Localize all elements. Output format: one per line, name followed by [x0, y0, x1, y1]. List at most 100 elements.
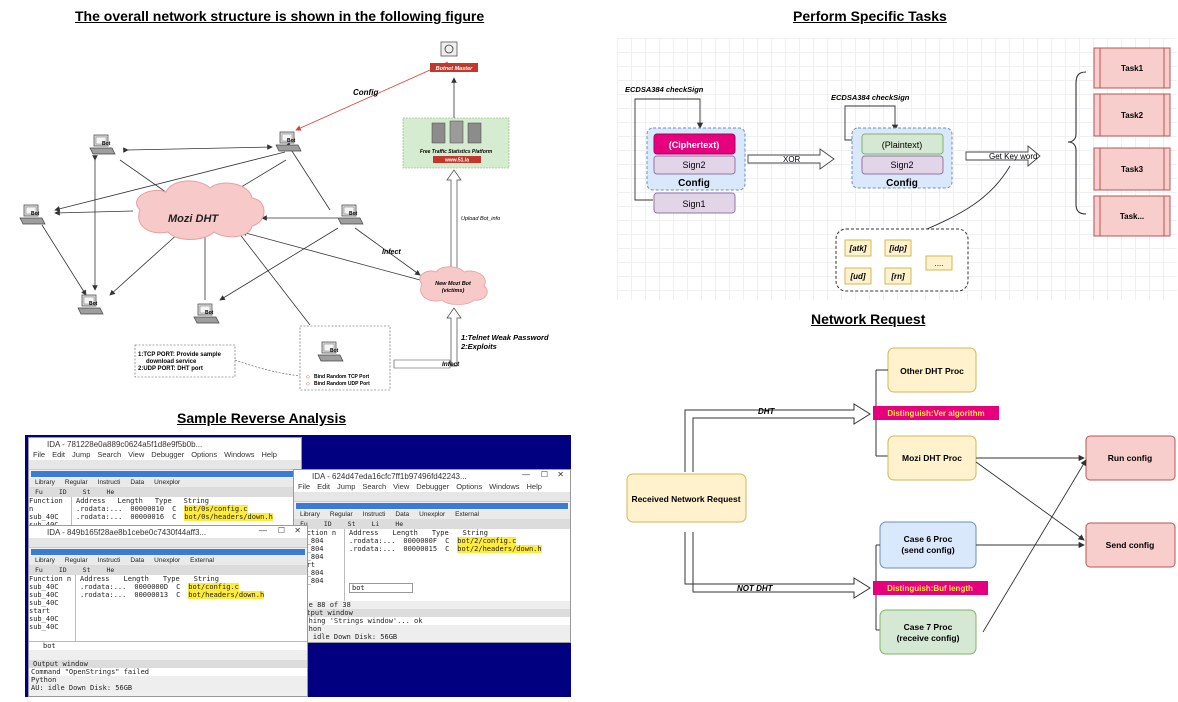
svg-text:[ud]: [ud] — [849, 272, 865, 281]
ida-window-3[interactable]: IDA - 849b165f28ae8b1cebe0c7430f44aff3..… — [28, 525, 308, 697]
svg-text:Task2: Task2 — [1121, 111, 1144, 120]
svg-text:Botnet Master: Botnet Master — [436, 66, 474, 72]
svg-text:Mozi DHT Proc: Mozi DHT Proc — [902, 453, 962, 463]
run-config-box — [1085, 435, 1176, 481]
function-panel[interactable]: Function n sub_40C sub_40C sub_40C start… — [29, 575, 76, 641]
svg-text:2:UDP PORT: DHT port: 2:UDP PORT: DHT port — [138, 366, 203, 372]
ida-window-2[interactable]: IDA - 624d47eda16cfc7ff1b97496fd42243...… — [293, 469, 571, 643]
ecdsa-label-2: ECDSA384 checkSign — [831, 93, 910, 102]
task-box: Task... — [1093, 195, 1171, 237]
close-icon[interactable]: ✕ — [557, 470, 564, 479]
close-icon[interactable]: ✕ — [294, 526, 301, 535]
bot-icon: Bot — [337, 204, 364, 225]
svg-text:Other DHT Proc: Other DHT Proc — [900, 366, 964, 376]
xor-label: XOR — [783, 155, 801, 164]
svg-text:New Mozi Bot: New Mozi Bot — [435, 281, 472, 287]
bot-icon: Bot — [77, 294, 104, 315]
dht-label: DHT — [758, 407, 776, 416]
svg-text:Run config: Run config — [1108, 453, 1152, 463]
svg-text:◇: ◇ — [306, 381, 310, 387]
svg-text:Free Traffic Statistics Platfo: Free Traffic Statistics Platform — [420, 149, 493, 155]
ecdsa-label-1: ECDSA384 checkSign — [625, 85, 704, 94]
task-box: Task3 — [1093, 147, 1171, 191]
bind-ports-box — [299, 325, 391, 391]
config-label: Config — [353, 88, 378, 97]
svg-text:Bot: Bot — [287, 138, 296, 144]
svg-text:www.51.la: www.51.la — [444, 158, 469, 164]
config-label-a: Config — [678, 178, 710, 189]
svg-text:Bot: Bot — [31, 211, 40, 217]
svg-text:Task3: Task3 — [1121, 165, 1144, 174]
mozi-dht-cloud — [136, 180, 265, 240]
case7-proc-box — [879, 609, 977, 655]
botnet-master-node: Botnet Master — [430, 41, 478, 72]
search-input[interactable]: bot — [29, 641, 307, 650]
maximize-icon[interactable]: ☐ — [540, 470, 548, 479]
svg-text:Case 7 Proc: Case 7 Proc — [904, 622, 953, 632]
svg-text:1:TCP PORT: Provide sample: 1:TCP PORT: Provide sample — [138, 352, 222, 358]
svg-text:....: .... — [935, 259, 944, 268]
bot-icon: Bot — [275, 131, 302, 152]
maximize-icon[interactable]: ☐ — [277, 526, 285, 535]
svg-text:Bot: Bot — [102, 141, 111, 147]
svg-text:[idp]: [idp] — [888, 244, 907, 253]
task-box: Task2 — [1093, 93, 1171, 137]
not-dht-label: NOT DHT — [737, 584, 774, 593]
sign1-label: Sign1 — [682, 199, 705, 209]
distinguish-buf-badge — [873, 581, 988, 595]
section-title-network-structure: The overall network structure is shown i… — [75, 8, 485, 24]
bot-icon: Bot — [317, 341, 344, 362]
sign2-label-b: Sign2 — [890, 160, 913, 170]
minimize-icon[interactable]: — — [259, 526, 267, 535]
ciphertext-label: (Ciphertext) — [669, 140, 720, 150]
ida-desktop: IDA - 781228e0a889c0624a5f1d8e9f5b0b... … — [25, 435, 571, 697]
new-mozi-bot-cloud — [419, 266, 488, 305]
send-config-box — [1085, 522, 1176, 568]
sign2-label-a: Sign2 — [682, 160, 705, 170]
svg-text:Distinguish:Ver algorithm: Distinguish:Ver algorithm — [887, 409, 984, 418]
svg-text:Bot: Bot — [89, 301, 98, 307]
svg-text:[atk]: [atk] — [849, 244, 867, 253]
svg-text:Task...: Task... — [1120, 212, 1144, 221]
svg-text:◇: ◇ — [306, 374, 310, 380]
svg-text:Bind Random UDP Port: Bind Random UDP Port — [314, 381, 370, 387]
search-input[interactable]: bot — [349, 583, 413, 593]
plaintext-label: (Plaintext) — [882, 140, 923, 150]
svg-text:Send config: Send config — [1106, 540, 1155, 550]
network-structure-diagram: Config Mozi DHT Bot Bot Bot Bot Bot Bot … — [19, 41, 549, 391]
minimize-icon[interactable]: — — [522, 470, 530, 479]
svg-text:[rn]: [rn] — [890, 272, 905, 281]
task-box: Task1 — [1093, 47, 1171, 89]
svg-text:Received Network Request: Received Network Request — [631, 494, 740, 504]
section-title-perform-tasks: Perform Specific Tasks — [793, 8, 947, 24]
section-title-reverse-analysis: Sample Reverse Analysis — [177, 410, 347, 426]
received-request-box — [626, 473, 747, 523]
exploits-label: 2:Exploits — [460, 342, 497, 351]
svg-text:Task1: Task1 — [1121, 64, 1144, 73]
svg-text:download service: download service — [146, 359, 197, 365]
config-label-b: Config — [886, 178, 918, 189]
bot-icon: Bot — [193, 303, 220, 324]
ida-window-1[interactable]: IDA - 781228e0a889c0624a5f1d8e9f5b0b... … — [28, 437, 302, 535]
bot-icon: Bot — [19, 204, 46, 225]
mozi-dht-label: Mozi DHT — [168, 213, 219, 225]
upload-arrow — [446, 169, 462, 271]
svg-text:Distinguish:Buf length: Distinguish:Buf length — [887, 584, 973, 593]
section-title-network-request: Network Request — [811, 311, 926, 327]
bot-icon: Bot — [89, 134, 116, 155]
upload-label: Upload Bot_info — [461, 216, 500, 222]
infect-label-bottom: Infect — [442, 361, 460, 368]
distinguish-ver-badge — [873, 406, 999, 420]
traffic-platform-node: Free Traffic Statistics Platform www.51.… — [402, 117, 510, 169]
